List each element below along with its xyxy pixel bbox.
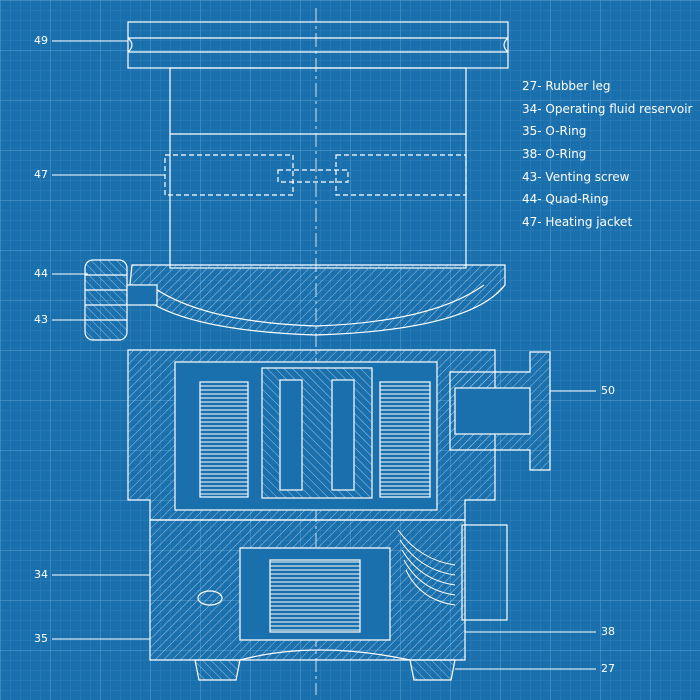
venting-screw bbox=[126, 284, 158, 306]
callout-47: 47 bbox=[34, 168, 48, 181]
callout-49: 49 bbox=[34, 34, 48, 47]
legend-item: 43- Venting screw bbox=[522, 169, 630, 184]
parts-legend: 27- Rubber leg 34- Operating fluid reser… bbox=[522, 76, 692, 235]
inlet-dome bbox=[129, 264, 506, 336]
callout-44: 44 bbox=[34, 267, 48, 280]
pump-body bbox=[84, 8, 551, 695]
legend-item: 35- O-Ring bbox=[522, 124, 587, 139]
legend-item: 44- Quad-Ring bbox=[522, 192, 609, 207]
rubber-leg-right bbox=[409, 659, 456, 681]
stator-coil-left bbox=[199, 381, 249, 498]
quad-ring-knob bbox=[84, 259, 128, 341]
callout-38: 38 bbox=[601, 625, 615, 638]
legend-item: 47- Heating jacket bbox=[522, 215, 633, 230]
leader-lines bbox=[52, 40, 596, 670]
callout-43: 43 bbox=[34, 313, 48, 326]
rotor bbox=[261, 367, 373, 499]
callout-34: 34 bbox=[34, 568, 48, 581]
wire-bundle bbox=[397, 529, 456, 606]
rubber-leg-left bbox=[194, 659, 241, 681]
callout-27: 27 bbox=[601, 662, 615, 675]
callout-50: 50 bbox=[601, 384, 615, 397]
callout-35: 35 bbox=[34, 632, 48, 645]
legend-item: 38- O-Ring bbox=[522, 147, 587, 162]
stator-coil-right bbox=[379, 381, 431, 498]
connector-box bbox=[461, 524, 508, 621]
legend-item: 27- Rubber leg bbox=[522, 79, 611, 93]
legend-item: 34- Operating fluid reservoir bbox=[522, 101, 693, 116]
